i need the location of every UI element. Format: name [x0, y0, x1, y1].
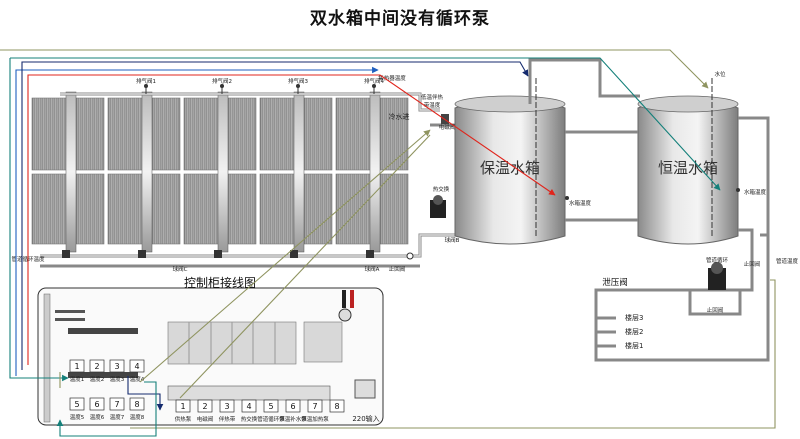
sensor-label-1: 温度1	[70, 375, 85, 383]
controller-title: 控制柜接线图	[184, 275, 256, 290]
cold-water-label: 冷水进	[389, 112, 410, 121]
solenoid-label: 电磁阀	[439, 123, 456, 131]
sensor-label-4: 温度4	[130, 375, 145, 383]
output-terminal-7: 7	[312, 402, 317, 411]
right-tank-temp-label: 水箱温度	[744, 188, 767, 196]
ball-valve-c-label: 球阀C	[173, 265, 188, 273]
check-valve-bottom-label: 止回阀	[707, 306, 724, 314]
vent-valves	[144, 84, 376, 94]
right-tank-label: 恒温水箱	[658, 159, 718, 177]
collector-header	[293, 91, 305, 253]
check-valve-right-label: 止回阀	[744, 260, 761, 268]
sensor-label-8: 温度8	[130, 413, 145, 421]
vent-label-1: 排气阀1	[136, 77, 156, 85]
output-terminal-4: 4	[246, 402, 251, 411]
output-label-3: 伴热带	[219, 415, 236, 423]
pipe-temp-label: 管道温度	[776, 257, 799, 265]
insulated-water-tank	[454, 78, 566, 245]
output-label-5: 管道循环泵	[257, 415, 285, 423]
floor1-label: 楼层1	[625, 341, 643, 350]
sensor-label-6: 温度6	[90, 413, 105, 421]
output-terminal-3: 3	[224, 402, 229, 411]
heat-exchange-label: 热交换	[433, 185, 450, 193]
ball-valve-b-label: 球阀B	[445, 236, 460, 244]
low-temp-line1: 低温伴热	[421, 93, 444, 101]
vent-label-3: 排气阀3	[288, 77, 309, 85]
relief-valve-label: 泄压阀	[602, 277, 628, 288]
collector-header	[217, 91, 229, 253]
sensor-terminal-1: 1	[74, 362, 79, 371]
ball-valve-a-label: 球阀A	[365, 265, 380, 273]
sensor-terminal-6: 6	[94, 400, 99, 409]
collector-header	[369, 91, 381, 253]
sensor-label-7: 温度7	[110, 413, 125, 421]
collector-temp-label: 集热器温度	[378, 74, 406, 82]
floor3-label: 楼层3	[625, 313, 643, 322]
output-label-1: 供热泵	[175, 415, 192, 423]
power-input-label: 220输入	[352, 414, 379, 423]
output-terminal-5: 5	[268, 402, 273, 411]
output-label-4: 热交换	[241, 415, 258, 423]
sensor-terminals-upper	[69, 359, 145, 373]
check-valve-left-label: 止回阀	[389, 265, 406, 273]
solar-collector-array	[31, 91, 470, 268]
vent-label-2: 排气阀2	[212, 77, 232, 85]
sensor-terminal-8: 8	[134, 400, 139, 409]
sensor-terminal-7: 7	[114, 400, 119, 409]
output-label-6: 恒温补水泵	[279, 415, 307, 423]
floor2-label: 楼层2	[625, 327, 643, 336]
sensor-terminal-4: 4	[134, 362, 139, 371]
sensor-label-3: 温度3	[110, 375, 125, 383]
pipe-circ-label: 管道循环	[706, 256, 729, 264]
vent-label-4: 排气阀4	[364, 77, 385, 85]
output-terminal-8: 8	[334, 402, 339, 411]
tank-pipes	[430, 58, 770, 362]
sensor-terminal-5: 5	[74, 400, 79, 409]
sensor-label-5: 温度5	[70, 413, 85, 421]
output-terminal-1: 1	[180, 402, 185, 411]
output-label-7: 恒温加热泵	[301, 415, 329, 423]
sensor-terminals-lower	[69, 397, 145, 411]
sensor-terminal-3: 3	[114, 362, 119, 371]
output-terminal-6: 6	[290, 402, 295, 411]
left-tank-label: 保温水箱	[480, 159, 540, 177]
constant-temp-water-tank	[637, 78, 739, 245]
output-terminals	[175, 399, 345, 413]
signal-wires	[0, 49, 776, 437]
low-temp-line2: 带温度	[424, 101, 441, 109]
heat-exchange-pump	[430, 195, 446, 218]
left-tank-temp-label: 水箱温度	[569, 199, 592, 207]
diagram-title: 双水箱中间没有循环泵	[310, 8, 490, 29]
bottom-valves	[62, 250, 414, 260]
water-level-label: 水位	[714, 70, 726, 78]
output-label-2: 电磁阀	[197, 415, 214, 423]
collector-header	[141, 91, 153, 253]
pipe-circulation-pump	[708, 262, 726, 290]
sensor-label-2: 温度2	[90, 375, 105, 383]
output-terminal-2: 2	[202, 402, 207, 411]
sensor-terminal-2: 2	[94, 362, 99, 371]
collector-header	[65, 91, 77, 253]
